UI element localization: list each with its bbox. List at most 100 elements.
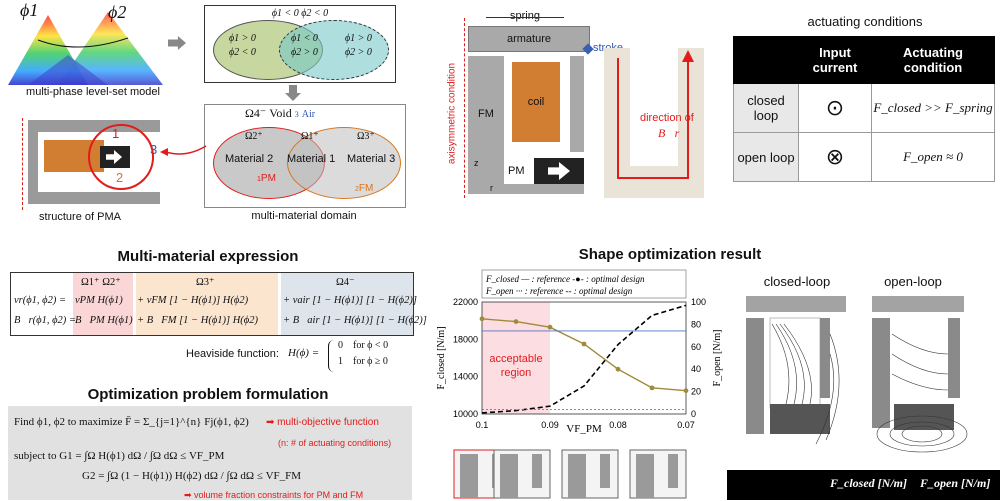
fm-core-label: FM bbox=[478, 108, 494, 120]
data-point bbox=[683, 388, 689, 394]
pma-label-1: 1 bbox=[112, 126, 120, 141]
results-header-bar bbox=[727, 470, 1000, 500]
open-loop-label: open-loop bbox=[884, 274, 942, 289]
open-condition: F_open ≈ 0 bbox=[871, 132, 995, 182]
omega1-label: Ω1⁺ bbox=[301, 131, 319, 142]
pma-highlight-circle bbox=[88, 124, 154, 190]
domain-caption: multi-material domain bbox=[251, 210, 357, 222]
data-point bbox=[513, 319, 519, 324]
y-tick-right: 20 bbox=[691, 387, 701, 397]
expr-br-lhs: B⃗r(ϕ1, ϕ2) = bbox=[14, 315, 76, 326]
direction-label: direction of bbox=[640, 112, 694, 124]
actuator-figure: spring armature stroke FM coil PM axisym… bbox=[446, 8, 730, 208]
material1-label: Material 1 bbox=[287, 153, 336, 165]
design-thumbnail-fm bbox=[600, 454, 610, 488]
design-thumbnail-core bbox=[636, 454, 654, 498]
fm-label: 2FM bbox=[355, 183, 374, 194]
corner-cell bbox=[733, 36, 799, 84]
closed-condition: F_closed >> F_spring bbox=[871, 83, 995, 133]
current-out-icon: ⊙ bbox=[798, 83, 872, 133]
expr-col1-header: Ω1⁺ Ω2⁺ bbox=[81, 277, 121, 288]
heaviside-case-1: 1 for ϕ ≥ 0 bbox=[338, 356, 388, 367]
armature-block: armature bbox=[468, 26, 590, 52]
fm-core bbox=[468, 56, 504, 194]
col-actuating-condition: Actuating condition bbox=[871, 36, 995, 84]
axisymmetric-label: axisymmetric condition bbox=[446, 62, 458, 165]
legend-entry-closed: F_closed — : reference -●- : optimal des… bbox=[485, 274, 645, 284]
data-point bbox=[581, 341, 587, 347]
row-open-loop: open loop bbox=[733, 132, 799, 182]
expr-col2-header: Ω3⁺ bbox=[196, 277, 215, 288]
data-point bbox=[479, 316, 485, 322]
arrow-left-icon bbox=[158, 138, 208, 158]
design-thumbnail-core bbox=[500, 454, 518, 498]
expr-br-air: + B⃗air [1 − H(ϕ1)] [1 − H(ϕ2)] bbox=[283, 315, 427, 326]
expr-col3-header: Ω4⁻ bbox=[336, 277, 355, 288]
actuator-pm-label: PM bbox=[508, 165, 525, 177]
pma-caption: structure of PMA bbox=[39, 211, 121, 223]
pma-structure: 1 2 3 bbox=[10, 118, 160, 210]
design-thumbnail-core bbox=[568, 454, 586, 498]
y-tick-right: 80 bbox=[691, 319, 701, 329]
open-loop-flux-plot bbox=[872, 294, 982, 454]
multi-material-domain: Ω4⁻ Void 3 Air Ω2⁺ Ω1⁺ Ω3⁺ Material 2 Ma… bbox=[204, 104, 406, 208]
actuating-title: actuating conditions bbox=[807, 14, 923, 29]
levelset-figure: ϕ1 ϕ2 multi-phase level-set model bbox=[8, 0, 168, 100]
expr-nu-air: + νair [1 − H(ϕ1)] [1 − H(ϕ2)] bbox=[283, 295, 417, 306]
arrow-right-icon bbox=[168, 36, 186, 50]
opt-obj-note: ➡ multi-objective function bbox=[266, 417, 379, 428]
x-tick: 0.08 bbox=[609, 420, 627, 430]
spring-label: spring bbox=[510, 10, 540, 22]
material3-label: Material 3 bbox=[347, 153, 396, 165]
r-axis-label: r bbox=[490, 183, 493, 193]
phi1-label: ϕ1 bbox=[20, 0, 39, 20]
plot-frame bbox=[481, 301, 687, 415]
expression-box: Ω1⁺ Ω2⁺ Ω3⁺ Ω4⁻ νr(ϕ1, ϕ2) = νPM H(ϕ1) +… bbox=[10, 272, 427, 336]
pm-label: 1PM bbox=[257, 173, 276, 184]
y-tick-left: 10000 bbox=[453, 409, 478, 419]
current-in-icon: ⊗ bbox=[798, 132, 872, 182]
row-closed-loop: closed loop bbox=[733, 83, 799, 133]
venn-mid-text: ϕ1 < 0 ϕ2 > 0 bbox=[291, 33, 318, 58]
venn-right-text: ϕ1 > 0 ϕ2 > 0 bbox=[345, 33, 372, 58]
expr-nu-fm: + νFM [1 − H(ϕ1)] H(ϕ2) bbox=[137, 295, 249, 306]
y-tick-left: 14000 bbox=[453, 372, 478, 382]
legend-box bbox=[481, 269, 687, 299]
design-thumbnail-fm bbox=[668, 454, 678, 488]
y-axis-label-left: F_closed [N/m] bbox=[436, 326, 447, 389]
y-tick-right: 0 bbox=[691, 409, 696, 419]
coil-block: coil bbox=[512, 62, 560, 142]
opt-vf-note: ➡ volume fraction constraints for PM and… bbox=[184, 490, 364, 500]
fm-ellipse bbox=[287, 127, 401, 199]
f-open-header: F_open [N/m] bbox=[920, 476, 991, 490]
shape-title: Shape optimization result bbox=[578, 246, 762, 263]
data-point bbox=[615, 366, 621, 372]
y-axis-label-right: F_open [N/m] bbox=[712, 330, 723, 387]
legend-entry-open: F_open ··· : reference -- : optimal desi… bbox=[485, 286, 633, 296]
x-tick: 0.09 bbox=[541, 420, 559, 430]
expr-br-pm: B⃗PM H(ϕ1) bbox=[75, 315, 133, 326]
y-tick-right: 40 bbox=[691, 364, 701, 374]
venn-phi2-ellipse bbox=[279, 20, 389, 80]
opt-g2: G2 = ∫Ω (1 − H(ϕ1)) H(ϕ2) dΩ / ∫Ω dΩ ≤ V… bbox=[82, 470, 302, 482]
actuating-table: Input current Actuating condition closed… bbox=[733, 36, 995, 182]
x-tick: 0.1 bbox=[476, 420, 489, 430]
f-closed-header: F_closed [N/m] bbox=[830, 476, 907, 490]
heaviside-lhs: H(ϕ) = bbox=[288, 347, 320, 359]
omega2-label: Ω2⁺ bbox=[245, 131, 263, 142]
expr-br-fm: + B⃗FM [1 − H(ϕ1)] H(ϕ2) bbox=[137, 315, 258, 326]
br-label: B⃗r bbox=[658, 126, 680, 140]
col-input-current: Input current bbox=[798, 36, 872, 84]
arrow-down-icon bbox=[285, 85, 301, 101]
heaviside-case-0: 0 for ϕ < 0 bbox=[338, 340, 389, 351]
omega3-label: Ω3⁺ bbox=[357, 131, 375, 142]
y-tick-left: 22000 bbox=[453, 297, 478, 307]
heaviside-label: Heaviside function: bbox=[186, 348, 279, 360]
phi2-label: ϕ2 bbox=[108, 2, 127, 22]
x-axis-label: VF_PM bbox=[566, 423, 602, 435]
expression-title: Multi-material expression bbox=[117, 248, 299, 265]
void-label: Ω4⁻ Void 3 Air bbox=[245, 106, 316, 120]
material2-label: Material 2 bbox=[225, 153, 274, 165]
y-tick-right: 60 bbox=[691, 342, 701, 352]
